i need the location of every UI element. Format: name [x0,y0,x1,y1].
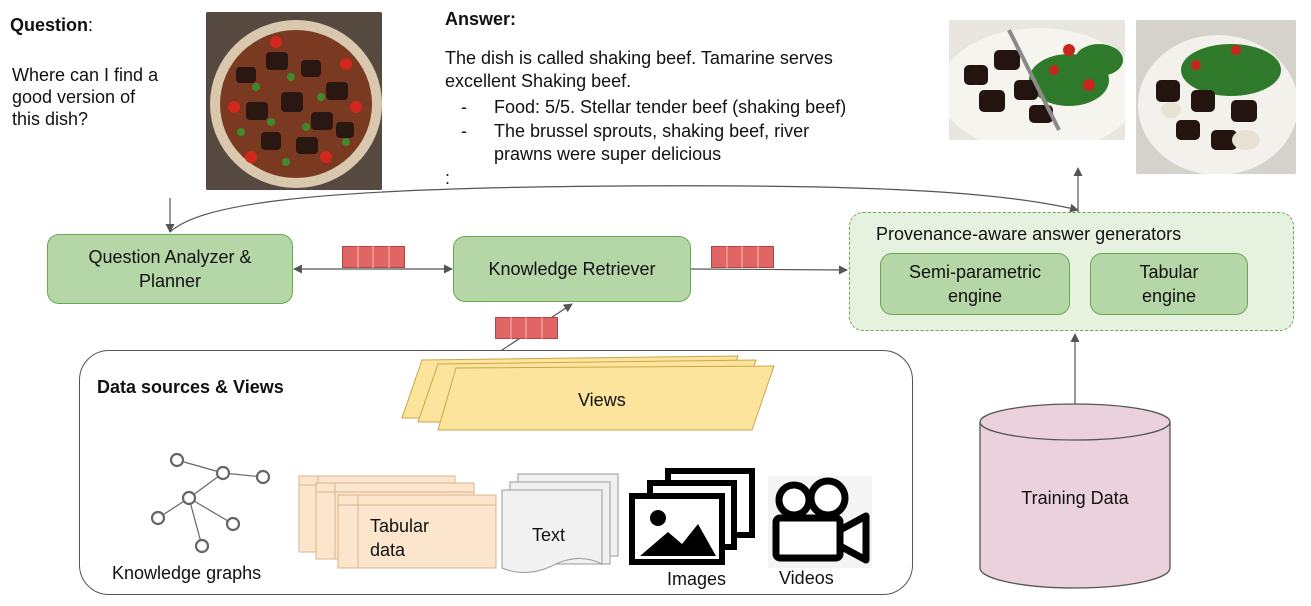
tabular-data-icon [298,475,497,569]
node-label-line: engine [1141,286,1197,306]
database-cylinder-icon [979,403,1171,589]
vector-icon [342,246,405,268]
video-camera-icon [768,476,872,568]
training-data-label: Training Data [1021,488,1129,508]
tabular-data-line: data [370,540,406,560]
beef-dish-photo-icon [206,12,382,190]
knowledge-graph-icon [150,452,271,554]
node-label-line: engine [947,286,1003,306]
question-line: this dish? [12,109,89,129]
text-label: Text [532,525,566,545]
tabular-data-line: Tabular [370,516,430,536]
answer-dish-photo-2 [1136,20,1296,174]
question-line: good version of [12,87,136,107]
answer-bullet-dash: - [461,97,467,117]
images-label: Images [667,569,727,589]
knowledge-retriever-node: Knowledge Retriever [453,236,691,302]
answer-heading: Answer: [445,9,517,29]
generators-title: Provenance-aware answer generators [876,224,1182,244]
arrow-planner-to-generator [169,185,1079,233]
question-label: Question [10,15,89,35]
node-label-line: Semi-parametric [908,262,1042,282]
answer-bullet-line: The brussel sprouts, shaking beef, river [494,121,810,141]
answer-bullet-dash: - [461,121,467,141]
node-label-line: Planner [138,271,202,291]
question-heading: Question: [10,14,93,36]
question-analyzer-planner-node: Question Analyzer & Planner [47,234,293,304]
tabular-engine-node: Tabular engine [1090,253,1248,315]
question-text: Where can I find a good version of this … [12,64,158,130]
views-stack [401,355,775,431]
views-label: Views [578,390,626,410]
vector-icon [495,317,558,339]
node-label: Knowledge Retriever [488,259,656,279]
knowledge-graphs-label: Knowledge graphs [112,563,262,583]
beef-dish-photo-icon [1136,20,1296,174]
question-line: Where can I find a [12,65,159,85]
answer-bullet-line: prawns were super delicious [494,144,722,164]
answer-intro-line: excellent Shaking beef. [445,71,632,91]
arrow-retriever-to-generator [690,265,848,275]
beef-dish-photo-icon [949,20,1125,140]
semi-parametric-engine-node: Semi-parametric engine [880,253,1070,315]
data-sources-title: Data sources & Views [97,377,284,397]
videos-label: Videos [779,568,834,588]
node-label-line: Question Analyzer & [88,247,252,267]
question-dish-photo [206,12,382,190]
answer-bullet-line: Food: 5/5. Stellar tender beef (shaking … [494,97,847,117]
answer-intro-line: The dish is called shaking beef. Tamarin… [445,48,833,68]
answer-dish-photo-1 [949,20,1125,140]
answer-ellipsis: : [445,168,451,188]
question-colon: : [88,15,94,35]
vector-icon [711,246,774,268]
text-document-icon [501,473,619,573]
image-icon [629,468,755,565]
node-label-line: Tabular [1139,262,1199,282]
